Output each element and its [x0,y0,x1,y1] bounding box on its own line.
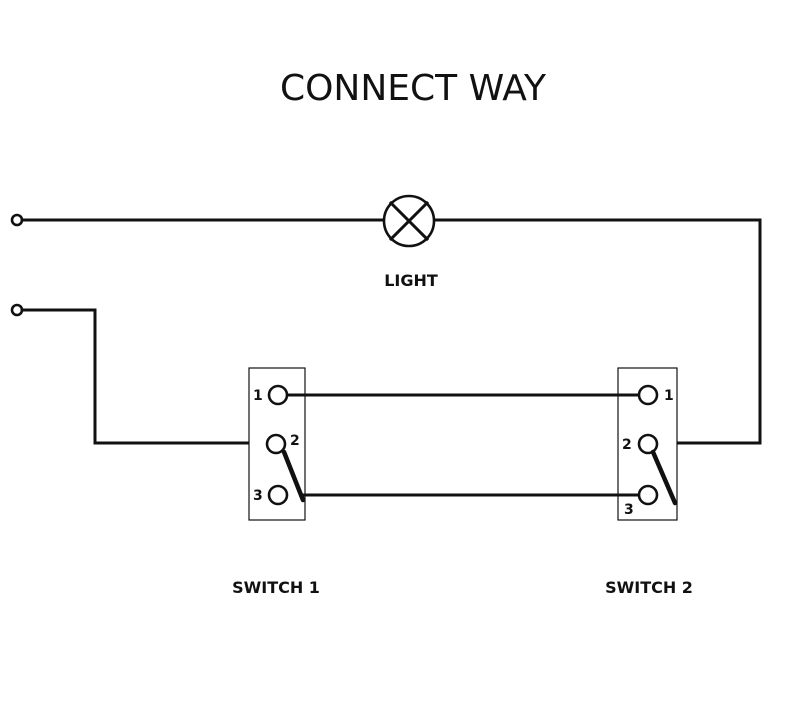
page-title: CONNECT WAY [280,68,547,109]
switch1-terminal-1-label: 1 [253,388,263,404]
switch1-label: SWITCH 1 [232,578,320,597]
switch2-terminal-2 [637,433,659,455]
switch-lever-icon [650,449,678,506]
switch2-label: SWITCH 2 [605,578,693,597]
switch2-terminal-3-label: 3 [624,502,634,518]
switch1-terminal-3-label: 3 [253,488,263,504]
switch2-terminal-3 [637,484,659,506]
switch1-terminal-2-label: 2 [290,433,300,449]
switch2-terminal-1-label: 1 [664,388,674,404]
lamp-icon [382,194,436,248]
switch1-terminal-1 [267,384,289,406]
switch-lever-icon [281,449,306,503]
wire-top-right [433,218,762,445]
switch2-terminal-1 [637,384,659,406]
switch1-terminal-3 [267,484,289,506]
wire-input-to-switch1 [20,308,268,445]
switch2-terminal-2-label: 2 [622,437,632,453]
switch1-terminal-2 [265,433,287,455]
light-label: LIGHT [384,271,438,290]
